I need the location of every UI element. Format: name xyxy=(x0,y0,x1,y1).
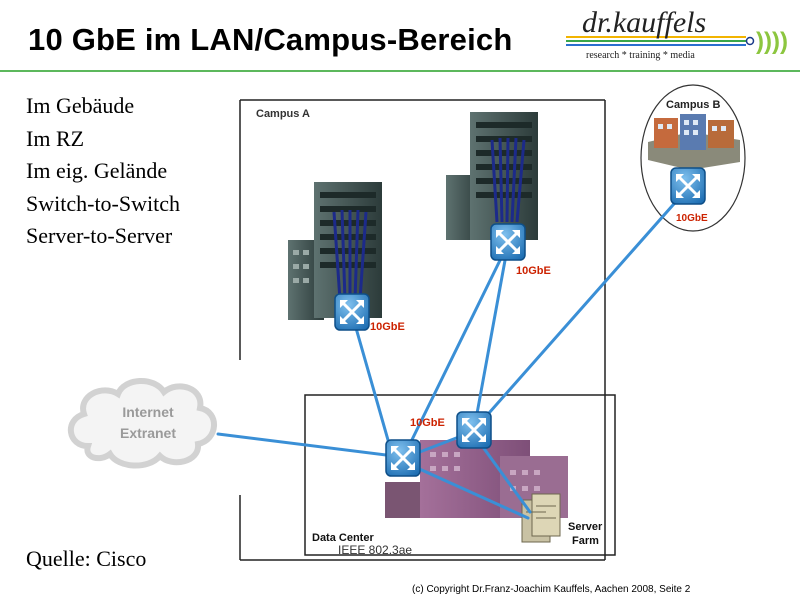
link-label-dc: 10GbE xyxy=(410,417,445,429)
link-b-dist xyxy=(472,186,690,432)
campus-a-frame xyxy=(239,99,606,561)
page-title: 10 GbE im LAN/Campus-Bereich xyxy=(28,22,513,57)
link-core-servers xyxy=(402,460,530,520)
logo: dr.kauffels research * training * media … xyxy=(560,4,796,66)
cloud-label-internet: Internet xyxy=(122,404,174,420)
link-a1-core xyxy=(350,312,394,456)
switch-distribution-icon xyxy=(455,410,493,450)
bullet-item: Im eig. Gelände xyxy=(26,158,168,183)
building-a2-icon xyxy=(446,112,538,240)
switch-campus-a1-icon xyxy=(333,292,371,332)
internet-cloud-icon xyxy=(67,377,217,469)
bullet-item: Switch-to-Switch xyxy=(26,190,180,216)
logo-tagline: research * training * media xyxy=(586,50,695,61)
copyright-footer: (c) Copyright Dr.Franz-Joachim Kauffels,… xyxy=(412,584,691,595)
switch-core-icon xyxy=(384,438,422,478)
cloud-label-extranet: Extranet xyxy=(120,425,176,441)
network-links xyxy=(216,186,690,520)
bullet-item: Im RZ xyxy=(26,125,85,151)
campus-b-label: Campus B xyxy=(666,99,720,111)
link-label-a1: 10GbE xyxy=(370,321,405,333)
link-a2-core xyxy=(403,242,510,456)
bullet-item: Server-to-Server xyxy=(26,223,173,248)
switch-campus-b-icon xyxy=(669,166,707,206)
bullet-item: Im Gebäude xyxy=(26,93,135,118)
logo-waves: )))) xyxy=(756,28,788,55)
bullet-list: Im Gebäude Im RZ Im eig. Gelände Switch-… xyxy=(26,90,180,253)
switch-campus-a2-icon xyxy=(489,222,527,262)
ieee-standard-label: IEEE 802.3ae xyxy=(338,543,412,557)
logo-name: dr.kauffels xyxy=(582,6,707,39)
data-center-frame xyxy=(304,394,616,556)
link-label-a2: 10GbE xyxy=(516,265,551,277)
server-farm-label-2: Farm xyxy=(572,535,599,547)
logo-lines-icon xyxy=(566,36,755,46)
link-internet-core xyxy=(216,432,396,458)
source-note: Quelle: Cisco xyxy=(26,546,147,571)
link-a2-dist xyxy=(472,242,510,432)
server-farm-label-1: Server xyxy=(568,521,603,533)
campus-b-buildings-icon xyxy=(648,114,740,170)
campus-a-label: Campus A xyxy=(256,108,310,120)
link-label-b: 10GbE xyxy=(676,213,708,224)
title-divider xyxy=(0,70,800,72)
data-center-label: Data Center xyxy=(312,532,374,544)
